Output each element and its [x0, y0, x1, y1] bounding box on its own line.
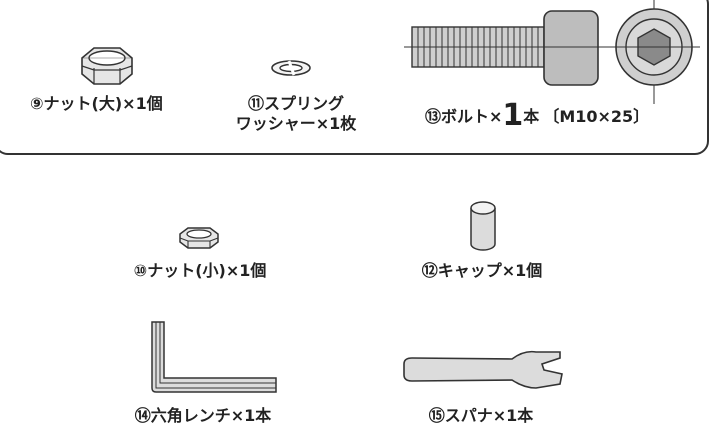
spring-washer-label-line2: ワッシャー×1枚: [235, 114, 357, 133]
spring-washer-icon: [271, 60, 311, 76]
parts-box-frame: [0, 0, 709, 155]
cap-label: ⑫キャップ×1個: [421, 261, 543, 280]
spring-washer-label: ⑪スプリング ワッシャー×1枚: [226, 94, 366, 134]
bolt-label: ⑬ボルト×1本〔M10×25〕: [425, 101, 650, 131]
bolt-label-unit: 本: [523, 107, 540, 126]
bolt-label-prefix: ⑬ボルト×: [425, 107, 503, 126]
bolt-icon: [404, 0, 700, 104]
spanner-label: ⑮スパナ×1本: [428, 406, 534, 425]
large-nut-label: ⑨ナット(大)×1個: [30, 94, 163, 113]
cap-icon: [470, 201, 496, 251]
large-nut-icon: [81, 47, 133, 85]
bolt-label-qty: 1: [502, 98, 524, 133]
hex-wrench-label: ⑭六角レンチ×1本: [134, 406, 272, 425]
bolt-label-spec: 〔M10×25〕: [543, 107, 650, 126]
spanner-icon: [403, 350, 563, 389]
spring-washer-label-line1: ⑪スプリング: [247, 94, 344, 113]
small-nut-icon: [179, 227, 219, 249]
small-nut-label: ⑩ナット(小)×1個: [133, 261, 267, 280]
hex-wrench-icon: [151, 321, 277, 393]
